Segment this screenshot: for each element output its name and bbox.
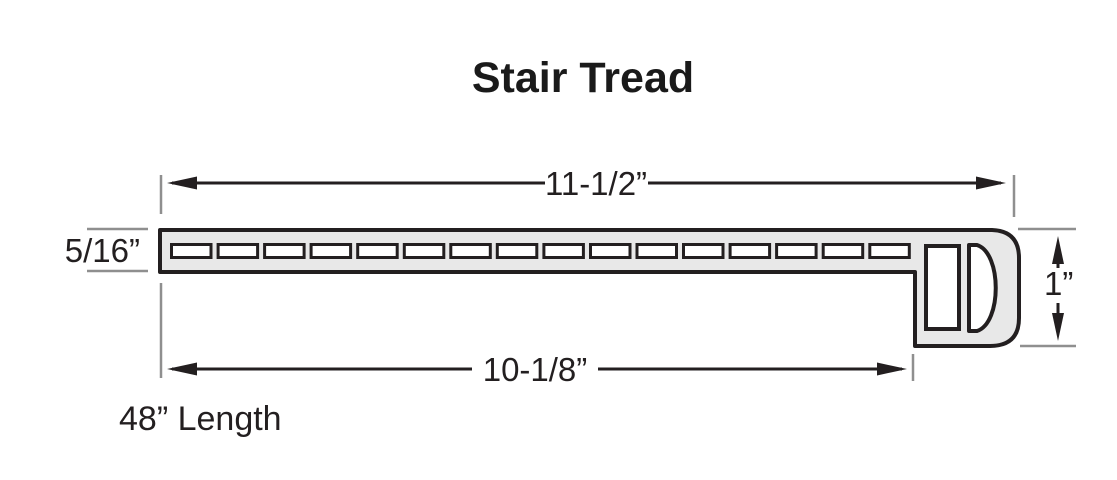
slot-rib: [170, 243, 213, 259]
nose-height-label: 1”: [1044, 265, 1073, 302]
bottom-width-label: 10-1/8”: [483, 351, 588, 388]
arrowhead-left: [167, 362, 197, 376]
slot-rib: [216, 243, 260, 259]
slot-rib: [263, 243, 306, 259]
thickness-label: 5/16”: [65, 232, 140, 269]
slot-rib: [542, 243, 585, 259]
nose-d-chamber: [967, 243, 998, 333]
slot-rib: [682, 243, 725, 259]
slot-rib: [356, 243, 399, 259]
extension-lines: [87, 175, 1076, 381]
slot-rib: [309, 243, 353, 259]
slot-rib: [449, 243, 492, 259]
arrowhead-up: [1052, 236, 1064, 264]
slot-rib: [589, 243, 632, 259]
slot-rib: [402, 243, 446, 259]
slot-rib: [635, 243, 678, 259]
arrowhead-left: [167, 176, 197, 190]
dimension-bottom-width: 10-1/8”: [167, 351, 907, 388]
top-width-label: 11-1/2”: [545, 165, 647, 202]
diagram-title: Stair Tread: [472, 54, 694, 102]
arrowhead-right: [877, 362, 907, 376]
slot-rib: [775, 243, 818, 259]
slot-rib: [868, 243, 911, 259]
dimension-nose-height: 1”: [1044, 236, 1073, 341]
slot-rib: [728, 243, 772, 259]
slot-rib: [495, 243, 539, 259]
slot-ribs: [170, 243, 911, 259]
length-label: 48” Length: [119, 400, 282, 438]
arrowhead-down: [1052, 313, 1064, 341]
slot-rib: [821, 243, 865, 259]
dimension-top-width: 11-1/2”: [167, 165, 1006, 202]
arrowhead-right: [976, 176, 1006, 190]
nose-rect-chamber: [924, 244, 961, 331]
